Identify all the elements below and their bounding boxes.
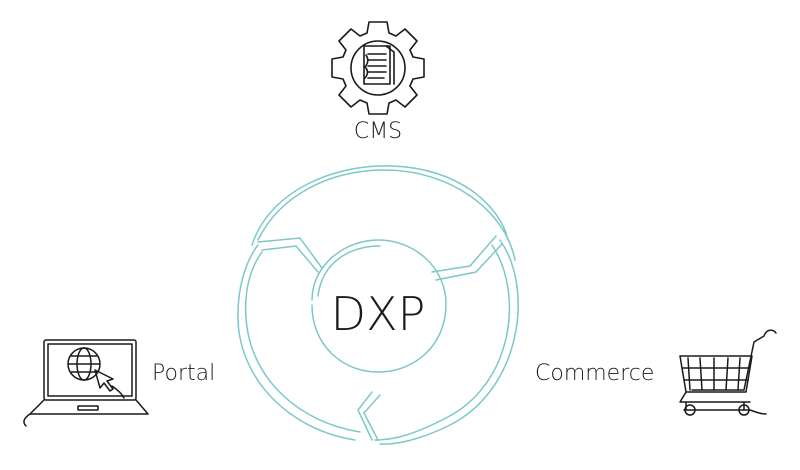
ring-outer-stroke-2 — [251, 165, 509, 246]
shopping-cart-icon — [679, 329, 777, 416]
ring-outer-stroke-3 — [379, 239, 519, 445]
node-label-commerce: Commerce — [535, 361, 654, 386]
ring-outer-stroke-1 — [257, 169, 516, 261]
ring-outer-stroke-6 — [244, 251, 361, 433]
node-label-portal: Portal — [152, 361, 215, 386]
ring-inner-stroke-1 — [311, 239, 447, 373]
laptop-globe-icon — [23, 339, 149, 427]
center-label-dxp: DXP — [331, 287, 426, 341]
ring-outer-stroke-5 — [237, 244, 356, 441]
node-label-cms: CMS — [354, 119, 402, 144]
gear-document-icon — [331, 21, 425, 115]
ring-outer-stroke-4 — [374, 244, 511, 441]
dxp-ring — [237, 165, 519, 445]
ring-inner-stroke-2 — [317, 245, 381, 297]
